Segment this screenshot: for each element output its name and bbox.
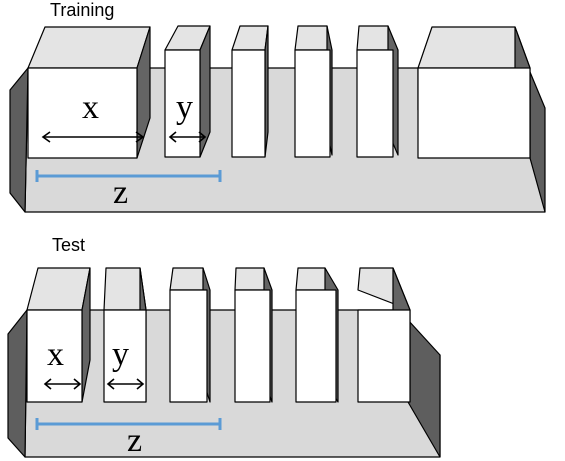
training-z-label: z (113, 174, 128, 211)
test-block-5 (295, 267, 339, 403)
test-z-label: z (127, 422, 142, 459)
test-z-measure: z (35, 418, 222, 459)
training-block-5 (356, 25, 399, 158)
test-y-label: y (112, 336, 129, 373)
training-block-y (164, 25, 211, 158)
test-block-4 (234, 267, 273, 403)
training-title: Training (50, 0, 114, 20)
test-y-measure: y (106, 336, 145, 390)
training-block-large (417, 26, 531, 159)
training-z-measure: z (35, 170, 222, 211)
training-left-wall (9, 67, 29, 213)
test-left-wall (7, 309, 28, 458)
training-block-x (27, 26, 151, 159)
test-x-label: x (47, 336, 64, 373)
training-panel: Training (9, 0, 546, 213)
training-x-label: x (82, 89, 99, 126)
test-block-3 (169, 267, 211, 403)
test-block-x (26, 267, 91, 403)
training-y-measure: y (168, 89, 207, 143)
training-x-measure: x (41, 89, 145, 143)
test-panel: Test (7, 235, 441, 459)
training-block-3 (231, 25, 269, 158)
training-block-4 (294, 25, 333, 158)
training-y-label: y (176, 89, 193, 126)
test-title: Test (52, 235, 85, 255)
test-block-6 (357, 267, 411, 403)
test-x-measure: x (43, 336, 82, 390)
